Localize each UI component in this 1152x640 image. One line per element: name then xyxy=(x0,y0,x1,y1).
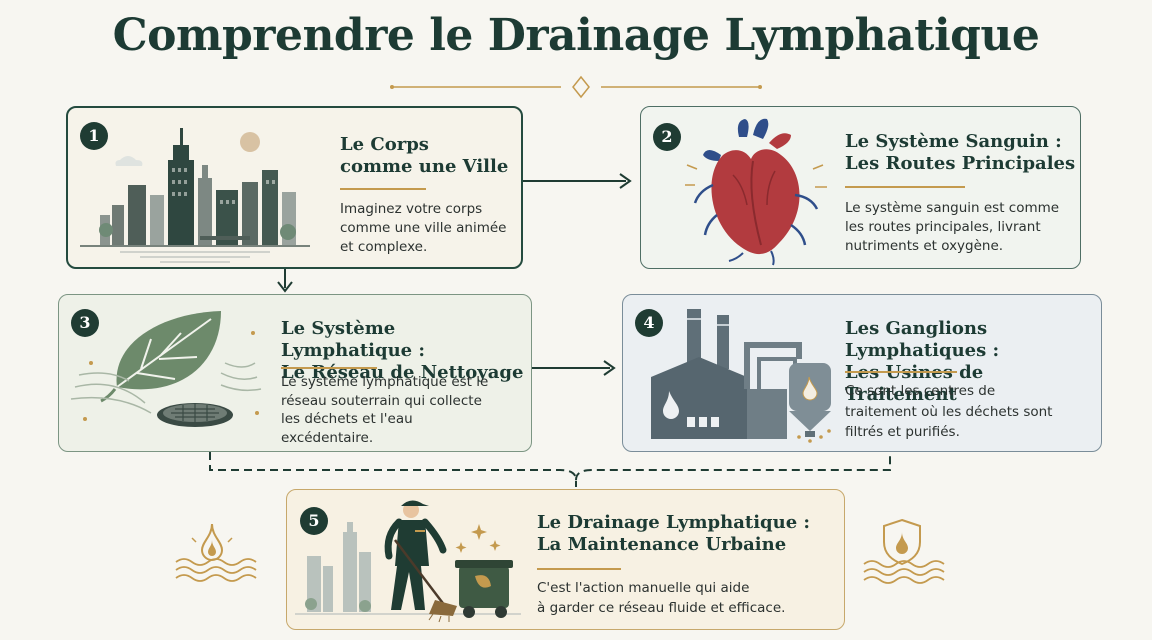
desc-line: comme une ville animée xyxy=(340,220,507,236)
desc-line: C'est l'action manuelle qui aide xyxy=(537,580,750,596)
step-title: Les Ganglions Lymphatiques : Les Usines … xyxy=(845,318,1101,406)
desc-line: Ce sont les centres de xyxy=(845,383,996,399)
water-drop-icon xyxy=(175,523,257,582)
step-title: Le Corps comme une Ville xyxy=(340,134,508,178)
city-skyline-icon xyxy=(80,128,310,263)
step-description: Imaginez votre corps comme une ville ani… xyxy=(340,200,506,257)
step-title-line: Le Système Sanguin : xyxy=(845,131,1062,152)
desc-line: Imaginez votre corps xyxy=(340,201,483,217)
step-card-2: 2 Le Système Sanguin : Les Routes Princi… xyxy=(640,106,1081,269)
step-title-line: Le Système Lymphatique : xyxy=(281,318,426,361)
leaf-drain-icon xyxy=(70,311,262,427)
step-title-line: Les Usines de Traitement xyxy=(845,362,984,405)
desc-line: filtrés et purifiés. xyxy=(845,424,960,440)
step-number-badge: 5 xyxy=(300,507,328,535)
step-card-1: 1 Le Corps comme une Ville xyxy=(66,106,523,269)
desc-line: traitement où les déchets sont xyxy=(845,403,1053,420)
step-number-badge: 4 xyxy=(635,309,663,337)
step-number-badge: 2 xyxy=(653,123,681,151)
desc-line: les routes principales, livrant xyxy=(845,219,1041,235)
step-number-badge: 1 xyxy=(80,122,108,150)
step-number-badge: 3 xyxy=(71,309,99,337)
step-title-line: La Maintenance Urbaine xyxy=(537,534,787,555)
title-underline xyxy=(537,568,621,570)
step-description: Le système lymphatique est le réseau sou… xyxy=(281,373,488,447)
desc-line: les déchets et l'eau xyxy=(281,411,413,427)
step-card-5: 5 Le Drainage Lymphatique : La Maintenan… xyxy=(286,489,845,630)
shield-drop-icon xyxy=(863,518,945,584)
desc-line: Le système lymphatique est le xyxy=(281,374,489,390)
step-card-3: 3 Le Système Lymphatique : Le Réseau de … xyxy=(58,294,532,452)
step-title-line: comme une Ville xyxy=(340,156,509,177)
step-title-line: Le Drainage Lymphatique : xyxy=(537,512,811,533)
step-description: Le système sanguin est comme les routes … xyxy=(845,199,1059,256)
desc-line: Le système sanguin est comme xyxy=(845,200,1060,216)
title-ornament xyxy=(390,75,762,99)
title-underline xyxy=(340,188,426,190)
title-underline xyxy=(845,186,965,188)
step-description: Ce sont les centres de traitement où les… xyxy=(845,381,1052,443)
step-card-4: 4 Les Ganglions Lymphatiques : Les Usine… xyxy=(622,294,1102,452)
desc-line: nutriments et oxygène. xyxy=(845,238,1004,254)
title-underline xyxy=(845,371,957,373)
step-title-line: Les Routes Principales xyxy=(845,153,1076,174)
page-title: Comprendre le Drainage Lymphatique xyxy=(112,10,1040,61)
desc-line: réseau souterrain qui collecte xyxy=(281,392,482,409)
desc-line: excédentaire. xyxy=(281,429,374,446)
step-title: Le Drainage Lymphatique : La Maintenance… xyxy=(537,512,810,556)
factory-icon xyxy=(651,309,831,443)
desc-line: et complexe. xyxy=(340,239,428,255)
step-title-line: Les Ganglions Lymphatiques : xyxy=(845,318,1000,361)
heart-icon xyxy=(685,118,827,266)
step-title-line: Le Corps xyxy=(340,134,429,155)
step-title: Le Système Sanguin : Les Routes Principa… xyxy=(845,131,1075,175)
title-underline xyxy=(281,367,377,369)
desc-line: à garder ce réseau fluide et efficace. xyxy=(537,600,786,616)
step-description: C'est l'action manuelle qui aide à garde… xyxy=(537,578,785,618)
street-cleaner-icon xyxy=(295,500,521,623)
